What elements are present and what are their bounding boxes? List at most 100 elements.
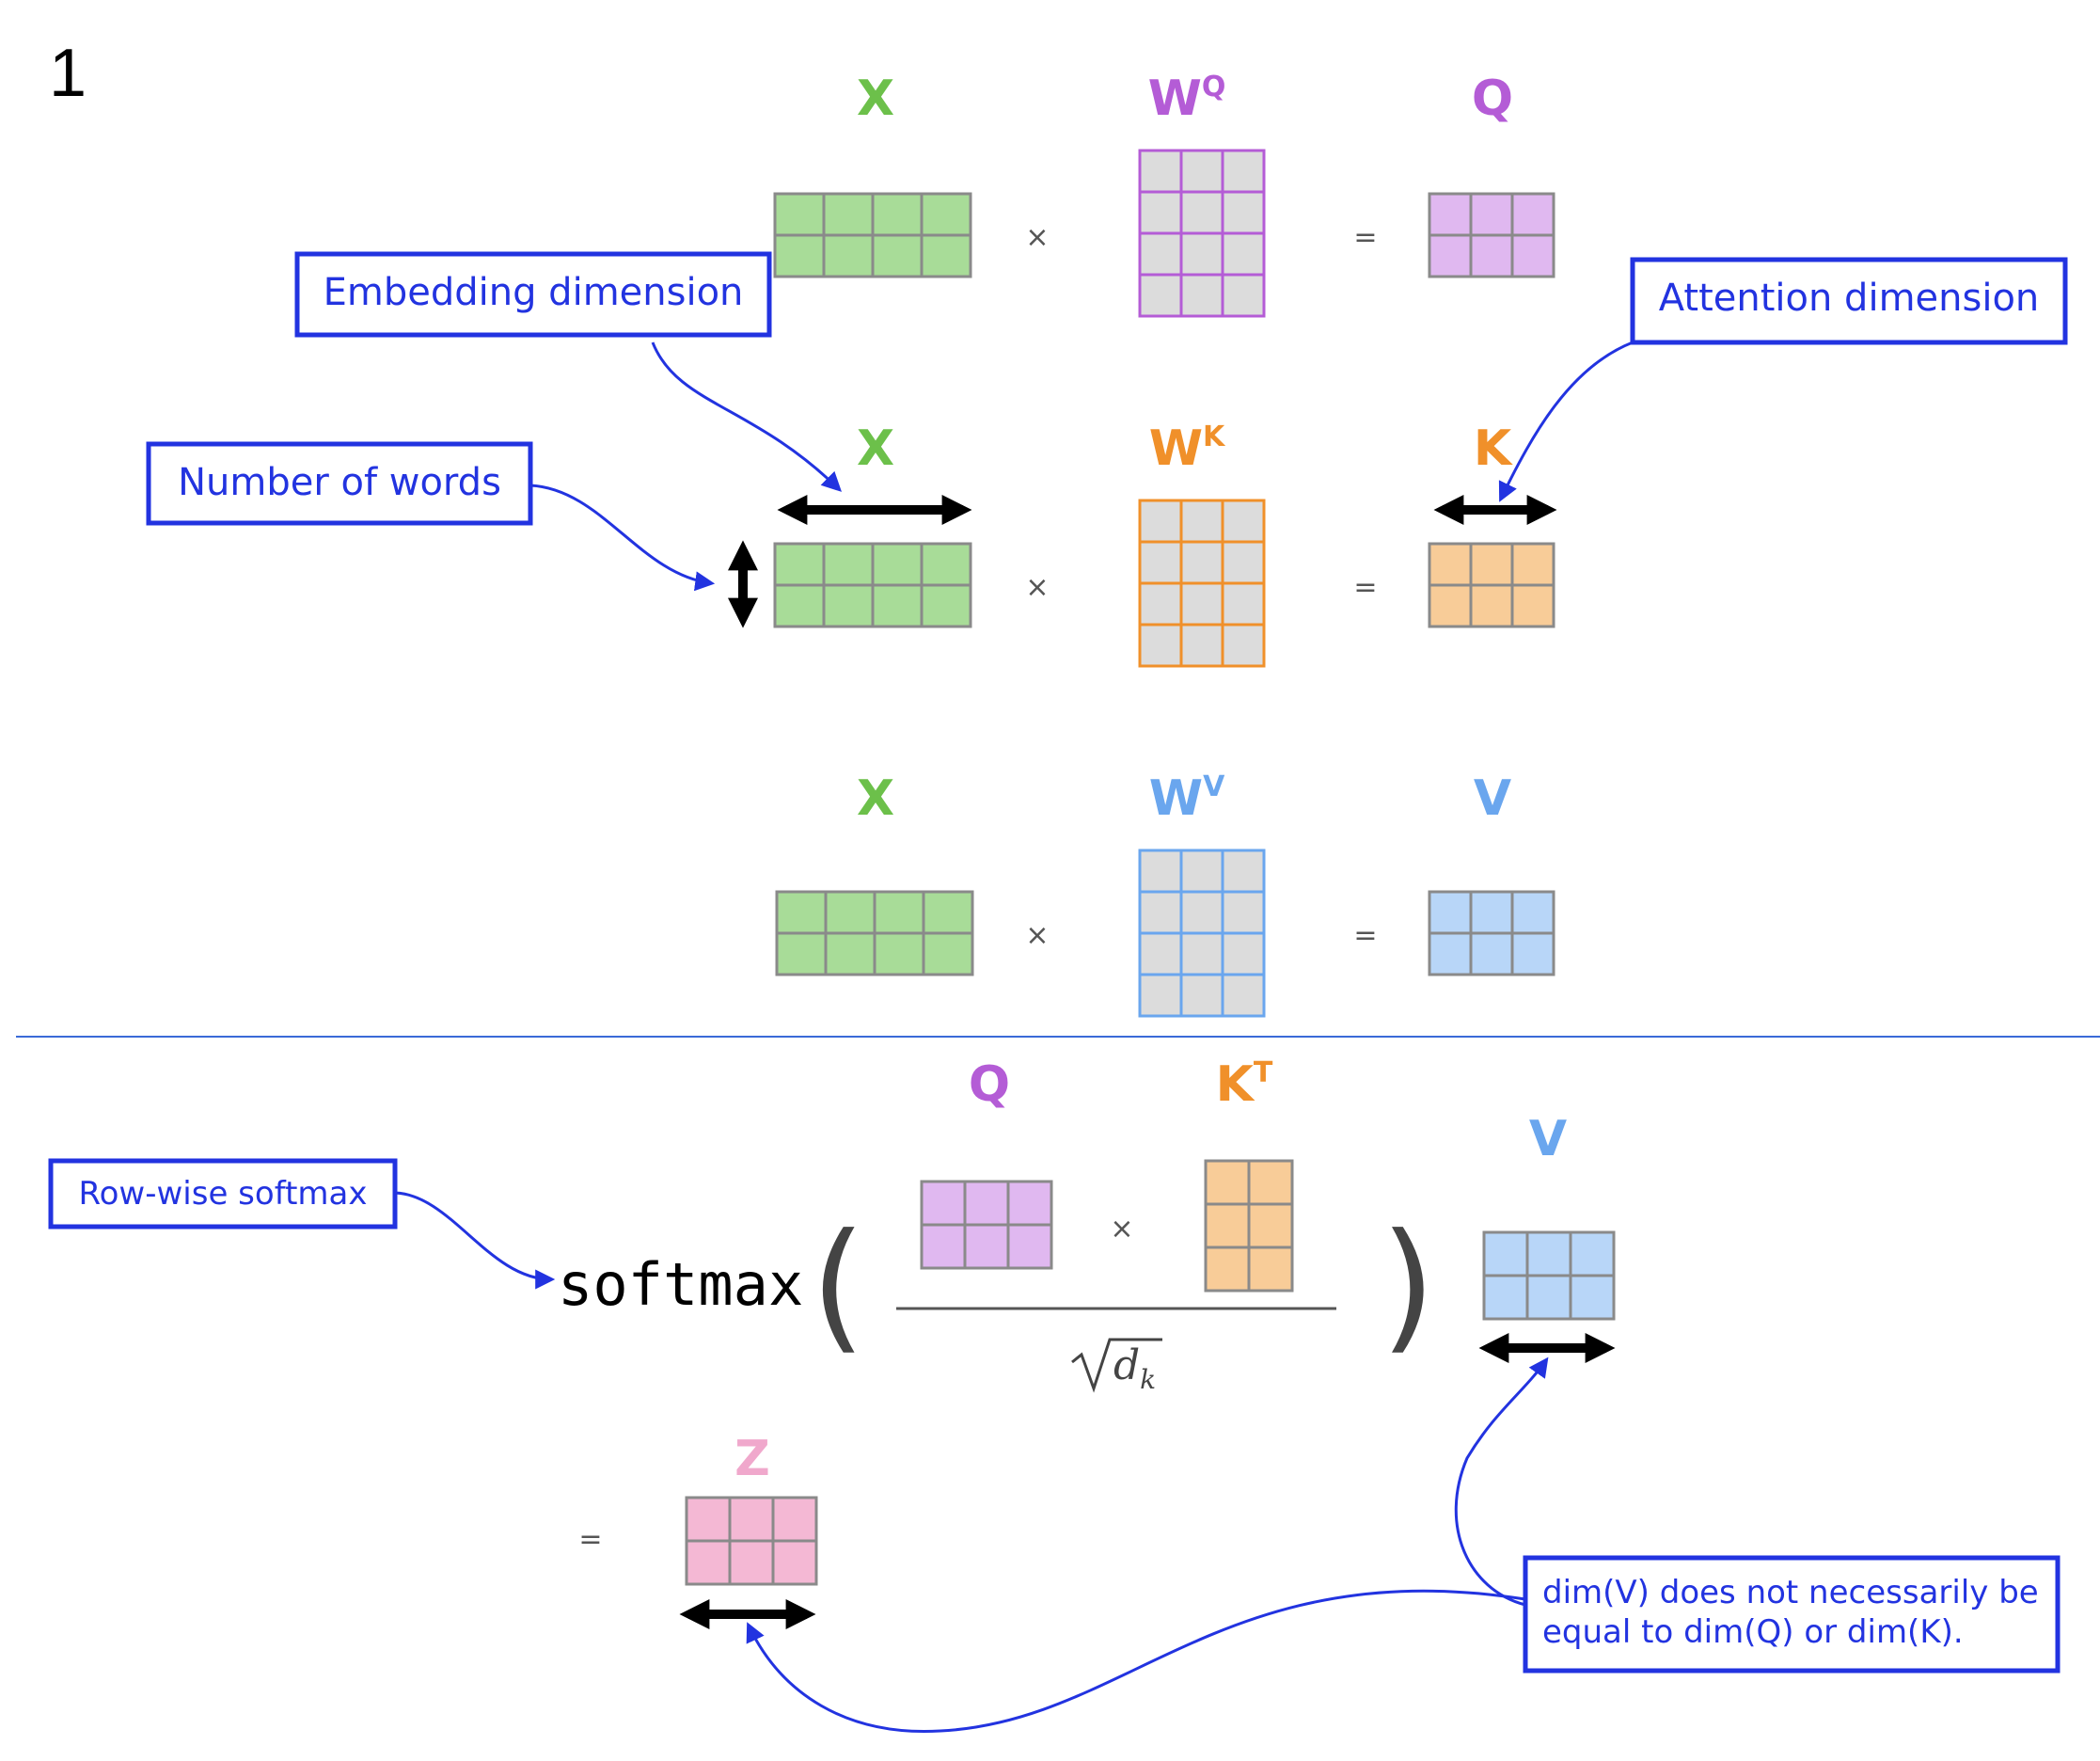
formula-q-cell [1006, 1180, 1053, 1227]
row2-x-cell [871, 542, 924, 587]
row2-k-label: K [1474, 420, 1513, 477]
row2-k-cell [1510, 542, 1555, 587]
embedding-pointer [651, 341, 843, 492]
row2-k-cell [1428, 583, 1473, 628]
row1-wq-cell [1138, 231, 1183, 277]
dim-note-callout-box [1523, 1555, 2061, 1674]
row3-x-cell [873, 931, 925, 976]
row2-x-label: X [857, 420, 894, 477]
dim-note-line2: equal to dim(Q) or dim(K). [1542, 1613, 1964, 1651]
row1-wq-cell [1179, 190, 1224, 235]
formula-v-cell [1525, 1274, 1572, 1321]
row1-wq-cell [1138, 190, 1183, 235]
row3-v-cell [1469, 890, 1514, 935]
row1-q-cell [1510, 233, 1555, 278]
row3-x-cell [775, 931, 828, 976]
formula-q-matrix [920, 1180, 1053, 1270]
row1-x-cell [871, 233, 924, 278]
row2-k-cell [1469, 542, 1514, 587]
row2-wk-cell [1138, 581, 1183, 627]
row3-x-cell [922, 890, 974, 935]
formula-q-cell [1006, 1223, 1053, 1270]
dim-note-callout: dim(V) does not necessarily be equal to … [1523, 1555, 2061, 1674]
row1-wq-cell [1179, 231, 1224, 277]
formula-q-cell [963, 1223, 1010, 1270]
row2-wk-cell [1179, 581, 1224, 627]
row3-x-cell [775, 890, 828, 935]
row2-wk-cell [1221, 623, 1266, 668]
formula-q-cell [963, 1180, 1010, 1227]
sqrt-dk: dk [1071, 1338, 1162, 1395]
row2-k-cell [1510, 583, 1555, 628]
row1-w-label: WQ [1148, 71, 1226, 127]
close-paren: ) [1381, 1204, 1436, 1368]
open-paren: ( [811, 1204, 866, 1368]
row3-wv-matrix [1138, 849, 1266, 1018]
formula-kt-cell [1247, 1245, 1294, 1293]
formula-kt-cell [1247, 1202, 1294, 1249]
formula-v-matrix [1482, 1230, 1616, 1321]
row1-x-label: X [857, 71, 894, 127]
row3-wv-cell [1221, 931, 1266, 976]
row2-wk-cell [1221, 540, 1266, 585]
row3-x-cell [824, 931, 876, 976]
z-cell [728, 1496, 775, 1543]
row1-q-cell [1428, 192, 1473, 237]
row3-wv-cell [1179, 890, 1224, 935]
formula-kt-cell [1247, 1159, 1294, 1206]
softmax-callout-text: Row-wise softmax [79, 1175, 368, 1213]
row1-x-cell [920, 233, 972, 278]
formula-kt-label: KT [1216, 1056, 1273, 1113]
row2-x-cell [920, 583, 972, 628]
row3-wv-cell [1221, 849, 1266, 894]
row2-w-label: WK [1149, 420, 1226, 477]
row1-q-cell [1510, 192, 1555, 237]
formula-kt-cell [1204, 1245, 1251, 1293]
row2-wk-cell [1138, 499, 1183, 544]
row2-x-matrix [773, 542, 972, 628]
figure-number: 1 [49, 36, 87, 111]
row1-wq-cell [1138, 273, 1183, 318]
formula-q-cell [920, 1180, 967, 1227]
words-pointer [529, 484, 716, 592]
attention-callout-box [1630, 257, 2068, 345]
row3-wv-cell [1179, 849, 1224, 894]
row2-wk-cell [1221, 499, 1266, 544]
attention-pointer [1498, 341, 1634, 502]
row1-wq-cell [1221, 273, 1266, 318]
embedding-callout-text: Embedding dimension [324, 271, 744, 314]
row2-k-cell [1428, 542, 1473, 587]
row2-x-cell [822, 542, 875, 587]
row2-x-cell [920, 542, 972, 587]
row2-k-cell [1469, 583, 1514, 628]
attention-callout-text: Attention dimension [1659, 277, 2040, 320]
dim-note-pointer-v [1454, 1356, 1549, 1607]
row3-equals: = [1353, 919, 1377, 952]
row1-wq-cell [1221, 231, 1266, 277]
row3-v-cell [1428, 890, 1473, 935]
row1-q-cell [1469, 192, 1514, 237]
row1-q-cell [1469, 233, 1514, 278]
row3-x-matrix [775, 890, 974, 976]
row2-wk-cell [1138, 540, 1183, 585]
row2-wk-cell [1138, 623, 1183, 668]
row3-v-label: V [1474, 770, 1511, 827]
words-callout: Number of words [146, 441, 533, 526]
row2-wk-cell [1179, 540, 1224, 585]
row1-wq-cell [1179, 149, 1224, 194]
attention-callout: Attention dimension [1630, 257, 2068, 345]
embedding-callout: Embedding dimension [294, 251, 772, 338]
row2-wk-matrix [1138, 499, 1266, 668]
row1-x-cell [773, 192, 826, 237]
row3-x-cell [873, 890, 925, 935]
z-matrix [685, 1496, 818, 1586]
softmax-callout: Row-wise softmax [48, 1158, 398, 1230]
row2-k-matrix [1428, 542, 1555, 628]
formula-kt-cell [1204, 1202, 1251, 1249]
row2-x-cell [871, 583, 924, 628]
formula-times: × [1110, 1213, 1133, 1245]
row3-x-cell [922, 931, 974, 976]
formula-kt-cell [1204, 1159, 1251, 1206]
softmax-pointer [394, 1191, 556, 1290]
row3-wv-cell [1138, 849, 1183, 894]
